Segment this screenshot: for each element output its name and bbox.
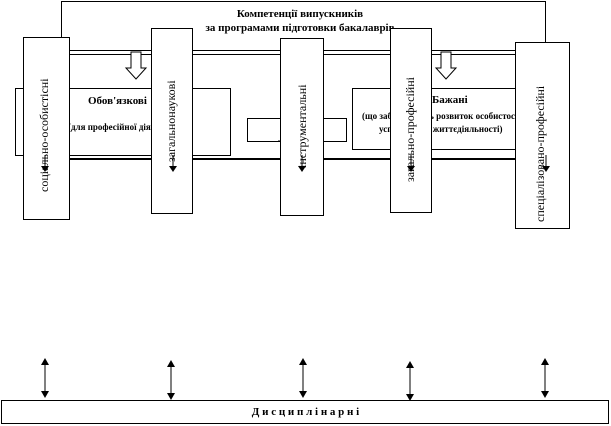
- column-label-1: соціально-особистісні: [37, 78, 51, 192]
- column-box-1: [23, 37, 70, 220]
- column-box-2: [151, 28, 193, 214]
- column-box-4: [390, 28, 432, 213]
- double-arrow-4-icon: [406, 361, 414, 401]
- hollow-arrow-left-icon: [124, 51, 148, 80]
- double-arrow-1-icon: [41, 358, 49, 398]
- column-label-5: спеціалізовано-професійні: [533, 85, 547, 222]
- column-box-5: [515, 42, 570, 229]
- desirable-line-2: успішність в життєдіяльності): [379, 124, 503, 134]
- double-arrow-5-icon: [541, 358, 549, 398]
- disciplinary-label: Д и с ц и п л і н а р н і: [251, 406, 360, 418]
- desirable-line-1: (що забезпечують розвиток особистості: [362, 111, 522, 121]
- column-down-arrow-2-icon: [169, 155, 177, 172]
- obligatory-subtitle: (для професійної діяльності): [68, 122, 185, 132]
- double-arrow-3-icon: [299, 358, 307, 398]
- hollow-arrow-right-icon: [434, 51, 458, 80]
- double-arrow-2-icon: [167, 360, 175, 400]
- desirable-box: [352, 88, 522, 150]
- column-box-3: [280, 38, 324, 216]
- column-label-2: загальнонаукові: [164, 80, 178, 162]
- desirable-title: Бажані: [432, 94, 468, 106]
- disciplinary-box: [1, 400, 609, 424]
- column-down-arrow-3-icon: [298, 155, 306, 172]
- column-down-arrow-1-icon: [41, 155, 49, 172]
- obligatory-title: Обов'язкові: [88, 95, 147, 107]
- header-line-2: за програмами підготовки бакалаврів: [205, 22, 395, 34]
- header-line-1: Компетенції випускників: [236, 8, 364, 20]
- column-down-arrow-4-icon: [407, 155, 415, 172]
- column-down-arrow-5-icon: [542, 155, 550, 172]
